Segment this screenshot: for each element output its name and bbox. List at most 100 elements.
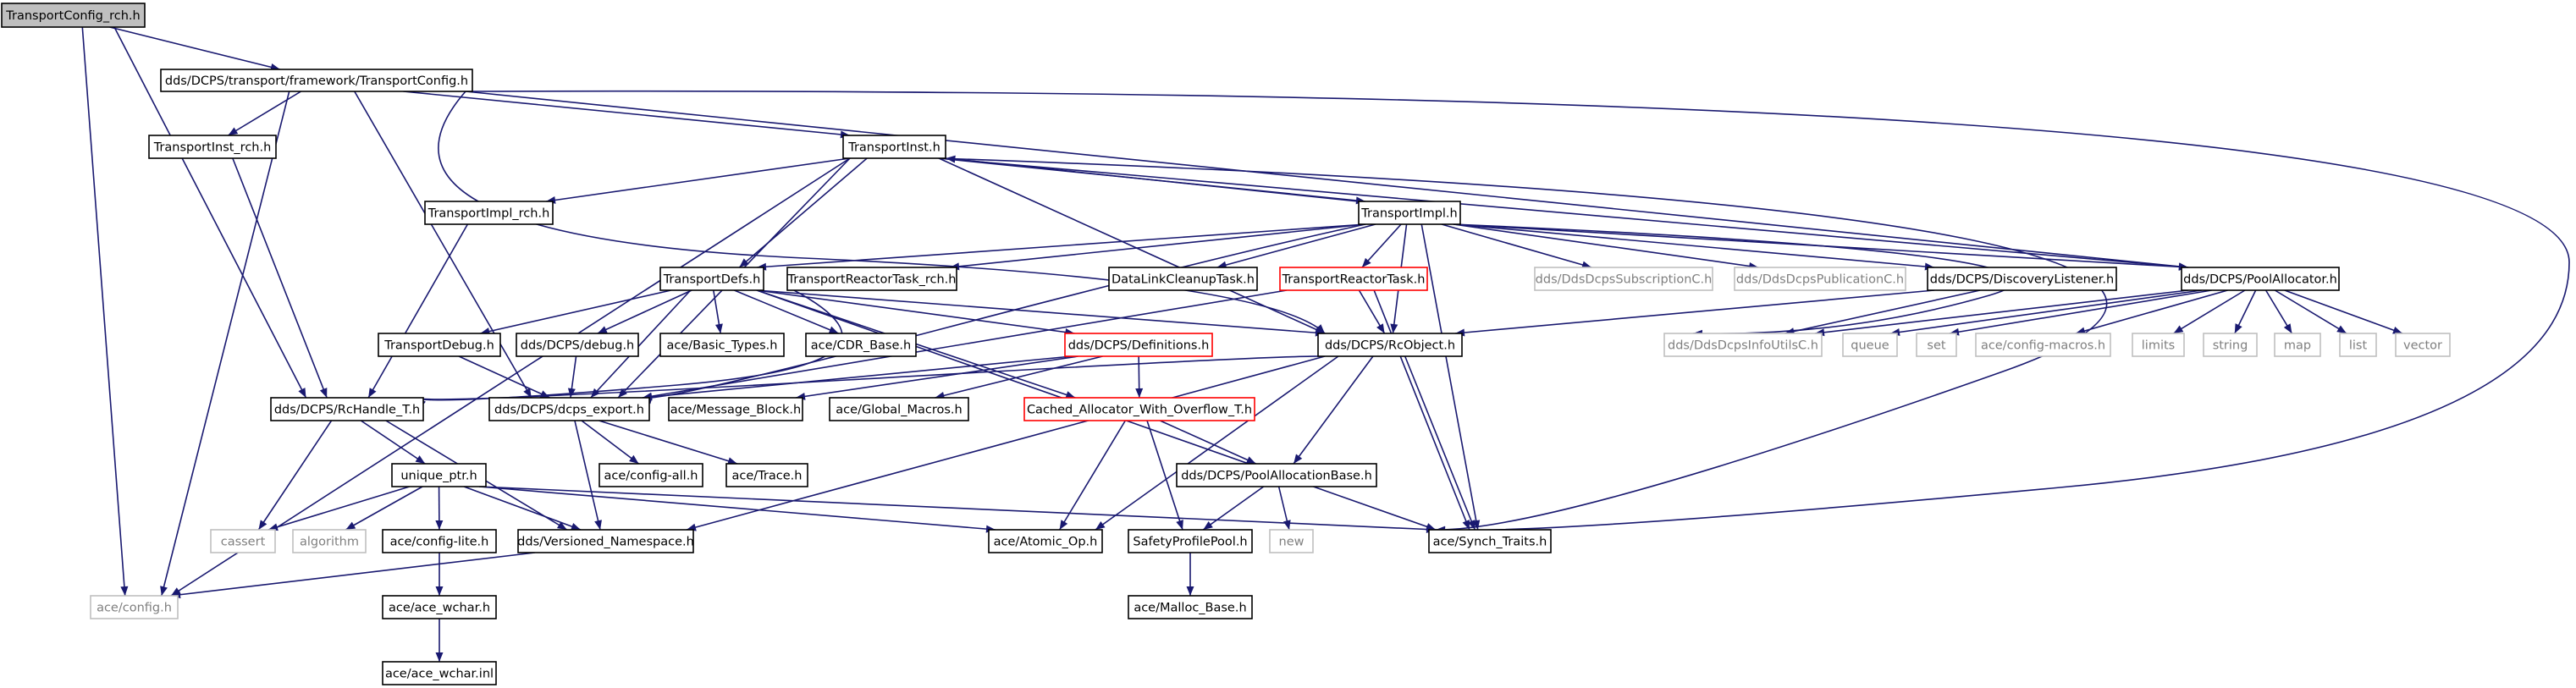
node-datalinkcleanuptask[interactable]: DataLinkCleanupTask.h (1108, 267, 1258, 291)
node-transportconfig-rch[interactable]: TransportConfig_rch.h (1, 3, 146, 28)
node-string: string (2203, 333, 2258, 357)
arrowhead-dcps_export-to-versioned_namespace (594, 520, 602, 530)
node-box (1128, 595, 1253, 619)
node-config-all[interactable]: ace/config-all.h (598, 463, 703, 487)
edge-rchandle_t-to-cassert (257, 420, 333, 531)
node-basic-types[interactable]: ace/Basic_Types.h (659, 333, 785, 357)
edge-poolallocator-to-list (2274, 289, 2347, 334)
node-cassert: cassert (210, 529, 276, 553)
edge-discoverylistener-to-ddsdcpsinfoutilsc (1784, 289, 1981, 334)
node-global-macros[interactable]: ace/Global_Macros.h (829, 397, 969, 421)
node-poolallocationbase[interactable]: dds/DCPS/PoolAllocationBase.h (1176, 463, 1377, 487)
arrowhead-poolallocator-to-list (2336, 325, 2347, 333)
arrowhead-rchandle_t-to-unique_ptr (415, 455, 426, 464)
node-transportreactortask[interactable]: TransportReactorTask.h (1279, 267, 1428, 291)
arrowhead-transportimpl-to-ddsdcpssubscriptionc (1581, 261, 1592, 269)
node-limits: limits (2132, 333, 2185, 357)
node-box (292, 529, 367, 553)
node-malloc-base[interactable]: ace/Malloc_Base.h (1128, 595, 1253, 619)
node-rcobject[interactable]: dds/DCPS/RcObject.h (1317, 333, 1463, 357)
edge-dcps_export-to-versioned_namespace (574, 420, 601, 531)
node-unique-ptr[interactable]: unique_ptr.h (391, 463, 487, 487)
node-cdr-base[interactable]: ace/CDR_Base.h (805, 333, 917, 357)
node-label: list (2349, 339, 2368, 353)
node-label: ace/config.h (97, 602, 172, 615)
node-box (1064, 333, 1213, 357)
node-box (1279, 267, 1428, 291)
node-label: cassert (221, 536, 266, 549)
node-vector: vector (2395, 333, 2451, 357)
node-poolallocator[interactable]: dds/DCPS/PoolAllocator.h (2181, 267, 2340, 291)
edge-transportconfig_rch-to-ace_config (81, 26, 126, 597)
node-config-lite[interactable]: ace/config-lite.h (382, 529, 497, 553)
edge-poolallocator-to-vector (2284, 289, 2403, 334)
node-label: ace/Trace.h (732, 470, 803, 483)
node-label: TransportInst.h (847, 141, 940, 155)
node-label: limits (2142, 339, 2175, 353)
node-layer: TransportConfig_rch.h dds/DCPS/transport/… (1, 3, 2451, 685)
arrowhead-cached_allocator-to-safetyprofilepool (1176, 520, 1183, 530)
edge-unique_ptr-to-cassert (268, 486, 411, 531)
arrowhead-transportreactortask-to-synch_traits (1462, 520, 1470, 530)
edge-transportconfig-to-transportinst (403, 91, 851, 136)
node-cached-allocator[interactable]: Cached_Allocator_With_Overflow_T.h (1023, 397, 1255, 421)
node-label: dds/DCPS/PoolAllocator.h (2183, 273, 2337, 287)
node-dcps-debug[interactable]: dds/DCPS/debug.h (516, 333, 639, 357)
arrowhead-transportimpl-to-transportinst (946, 155, 956, 163)
node-transportreactortask-rch[interactable]: TransportReactorTask_rch.h (786, 267, 957, 291)
node-dcps-export[interactable]: dds/DCPS/dcps_export.h (488, 397, 650, 421)
node-transportdefs[interactable]: TransportDefs.h (659, 267, 764, 291)
node-transportimpl-rch[interactable]: TransportImpl_rch.h (424, 201, 554, 225)
arrowhead-unique_ptr-to-cassert (268, 523, 279, 531)
node-transportimpl[interactable]: TransportImpl.h (1358, 201, 1461, 225)
edge-rchandle_t-to-unique_ptr (360, 420, 426, 465)
node-definitions[interactable]: dds/DCPS/Definitions.h (1064, 333, 1213, 357)
arrowhead-transportdefs-to-cdr_base (828, 326, 839, 333)
node-box (1108, 267, 1258, 291)
edge-transportreactortask-to-synch_traits (1373, 289, 1470, 531)
node-message-block[interactable]: ace/Message_Block.h (668, 397, 803, 421)
node-box (2274, 333, 2321, 357)
edge-definitions-to-global_macros (935, 355, 1103, 399)
node-safetyprofilepool[interactable]: SafetyProfilePool.h (1128, 529, 1253, 553)
arrowhead-poolallocator-to-config_macros (2075, 327, 2086, 335)
node-label: string (2213, 339, 2248, 353)
edge-poolallocator-to-config_macros (2075, 289, 2228, 334)
node-box (805, 333, 917, 357)
node-discoverylistener[interactable]: dds/DCPS/DiscoveryListener.h (1927, 267, 2117, 291)
node-transportdebug[interactable]: TransportDebug.h (378, 333, 501, 357)
edge-transportinst-to-ace_config (170, 157, 851, 597)
edge-transportconfig-to-dcps_export (354, 91, 532, 399)
edge-discoverylistener-to-rcobject (1454, 289, 1935, 334)
node-ace-wchar-inl[interactable]: ace/ace_wchar.inl (382, 661, 497, 685)
node-box (725, 463, 808, 487)
node-ace-trace[interactable]: ace/Trace.h (725, 463, 808, 487)
node-label: vector (2403, 339, 2442, 353)
node-label: dds/DCPS/dcps_export.h (494, 404, 644, 417)
node-synch-traits[interactable]: ace/Synch_Traits.h (1428, 529, 1552, 553)
edge-transportimpl-to-transportreactortask (1361, 223, 1402, 268)
node-label: queue (1851, 339, 1889, 353)
node-box (210, 529, 276, 553)
node-label: dds/DdsDcpsPublicationC.h (1736, 273, 1904, 287)
node-versioned-namespace[interactable]: dds/Versioned_Namespace.h (517, 529, 694, 553)
edge-unique_ptr-to-algorithm (345, 486, 423, 531)
node-transportinst[interactable]: TransportInst.h (842, 135, 946, 159)
edge-poolallocator-to-limits (2173, 289, 2246, 334)
arrowhead-transportconfig_rch-to-rchandle_t (298, 388, 306, 398)
node-label: ace/Basic_Types.h (667, 339, 778, 353)
node-box (270, 397, 424, 421)
node-box (1128, 529, 1253, 553)
node-set: set (1916, 333, 1957, 357)
node-label: ace/Message_Block.h (670, 404, 801, 417)
node-transportinst-rch[interactable]: TransportInst_rch.h (148, 135, 277, 159)
arrowhead-dcps_export-to-config_all (629, 454, 639, 464)
node-box (1428, 529, 1552, 553)
node-ace-wchar[interactable]: ace/ace_wchar.h (382, 595, 497, 619)
node-atomic-op[interactable]: ace/Atomic_Op.h (988, 529, 1103, 553)
node-queue: queue (1842, 333, 1898, 357)
node-rchandle-t[interactable]: dds/DCPS/RcHandle_T.h (270, 397, 424, 421)
node-transportconfig[interactable]: dds/DCPS/transport/framework/TransportCo… (160, 69, 473, 92)
edge-transportconfig-to-transportinst_rch (228, 91, 301, 136)
node-box (2339, 333, 2377, 357)
